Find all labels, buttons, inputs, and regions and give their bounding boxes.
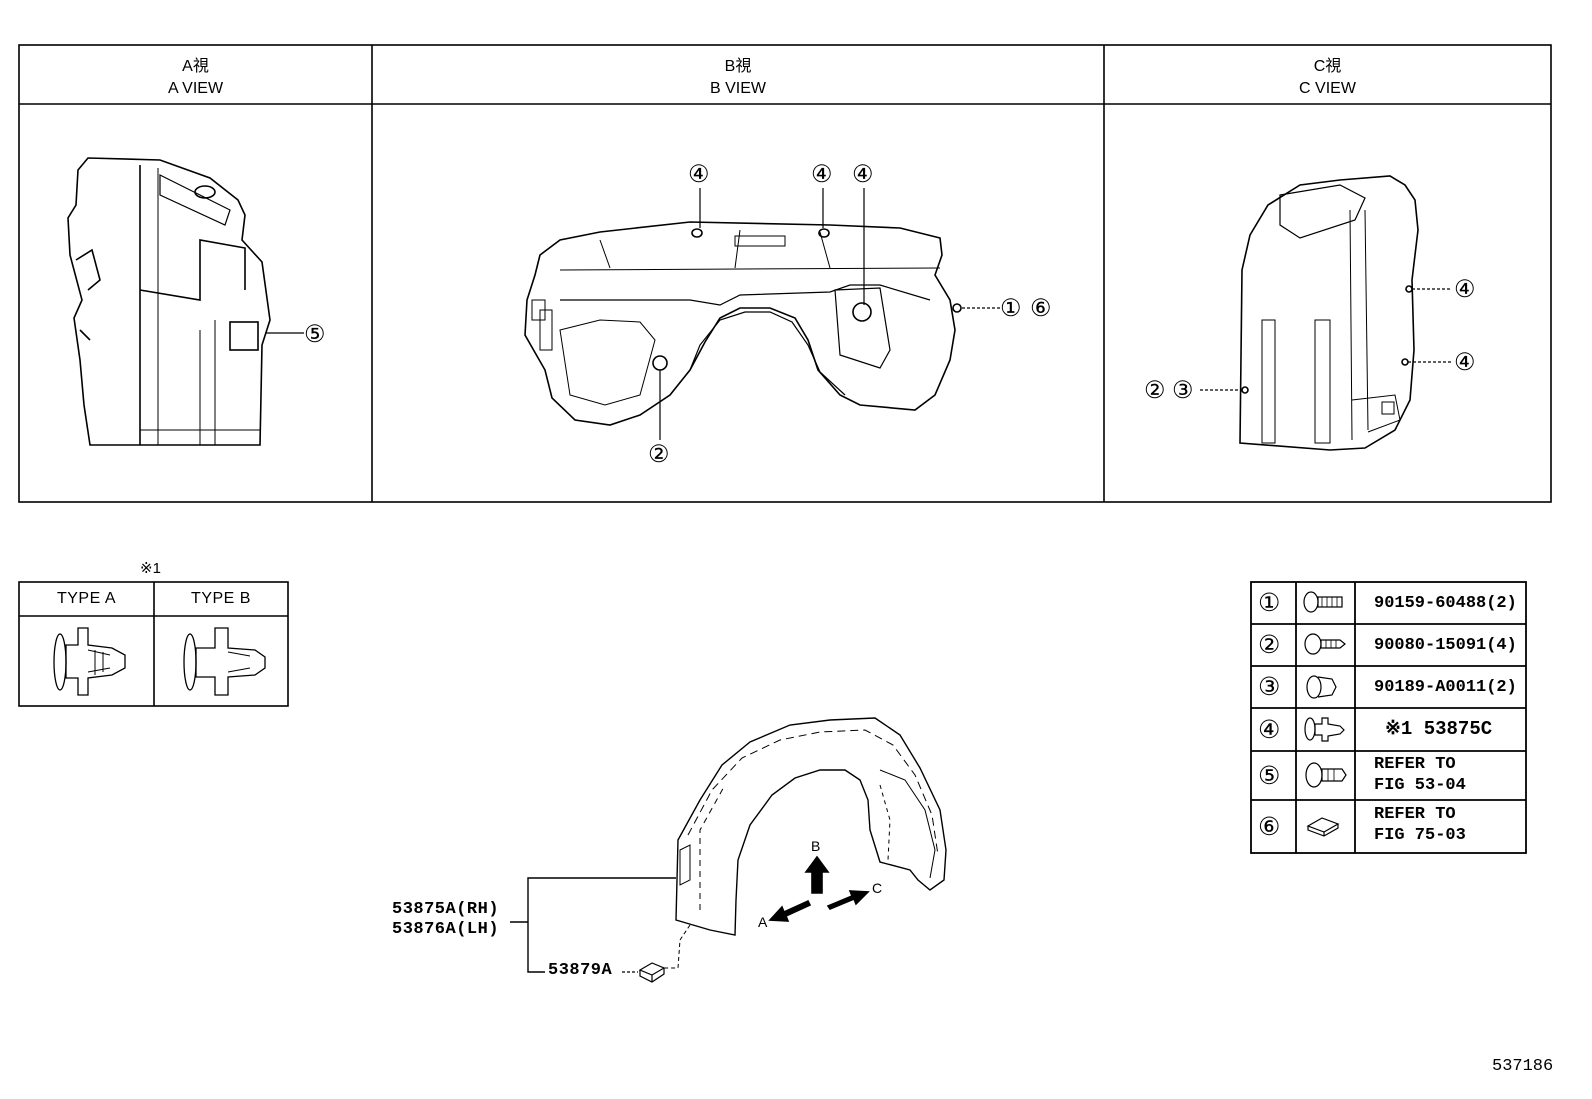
b-view-title-jp: B視 (724, 58, 752, 75)
parts-row-5-text-line2: FIG 53-04 (1374, 776, 1466, 795)
callout-5-a-view: ⑤ (304, 321, 326, 348)
parts-row-1-text: 90159-60488(2) (1374, 594, 1517, 613)
parts-row-5-no: ⑤ (1258, 762, 1281, 790)
callout-4-b-view-left: ④ (688, 161, 710, 188)
parts-row-3-no: ③ (1258, 673, 1281, 701)
bolt-icon (1303, 591, 1343, 613)
screw-grommet-icon (1305, 762, 1347, 788)
callout-6-b-view: ⑥ (1030, 295, 1052, 322)
arrow-b-label: B (811, 838, 821, 854)
clip-type-note-mark: ※1 (140, 560, 161, 577)
a-view-header: A視 A VIEW (19, 56, 372, 100)
parts-row-5-text-line1: REFER TO (1374, 755, 1456, 774)
parts-row-2-text: 90080-15091(4) (1374, 636, 1517, 655)
clip-type-b-drawing (183, 627, 266, 696)
screw-icon (1304, 633, 1346, 655)
parts-row-6-text-line1: REFER TO (1374, 805, 1456, 824)
callout-1-b-view: ① (1000, 295, 1022, 322)
part-number-rh: 53875A(RH) (392, 900, 500, 919)
a-view-liner-drawing (67, 157, 304, 446)
a-view-title-en: A VIEW (167, 80, 224, 97)
c-view-header: C視 C VIEW (1104, 56, 1551, 100)
callout-4-b-view-right: ④ (852, 161, 874, 188)
direction-arrows (768, 855, 870, 922)
parts-row-4-text: ※1 53875C (1385, 718, 1493, 740)
clip-icon (1304, 717, 1345, 742)
parts-table-grid (1250, 581, 1527, 854)
callout-2-b-view: ② (648, 441, 670, 468)
clip-type-a-drawing (53, 627, 126, 696)
parts-row-1-no: ① (1258, 589, 1281, 617)
parts-row-4-no: ④ (1258, 716, 1281, 744)
parts-row-3-text: 90189-A0011(2) (1374, 678, 1517, 697)
parts-row-6-no: ⑥ (1258, 813, 1281, 841)
b-view-title-en: B VIEW (709, 80, 766, 97)
parts-row-2-no: ② (1258, 631, 1281, 659)
callout-4-c-view-lower: ④ (1454, 349, 1476, 376)
nut-icon (1306, 675, 1337, 699)
b-view-liner-drawing (524, 188, 1000, 440)
views-frame (18, 44, 1552, 503)
clip-nut-icon (1306, 817, 1340, 837)
clip-53879a-drawing (638, 962, 666, 983)
callout-3-c-view: ③ (1172, 377, 1194, 404)
arrow-a-label: A (758, 914, 768, 930)
callout-4-b-view-mid: ④ (811, 161, 833, 188)
callout-2-c-view: ② (1144, 377, 1166, 404)
part-leader-bracket (527, 877, 676, 973)
a-view-title-jp: A視 (182, 58, 209, 75)
parts-row-6-text-line2: FIG 75-03 (1374, 826, 1466, 845)
type-b-label: TYPE B (191, 590, 251, 607)
arrow-c-label: C (872, 880, 883, 896)
c-view-liner-drawing (1200, 175, 1452, 451)
type-a-label: TYPE A (56, 590, 117, 607)
c-view-title-en: C VIEW (1299, 80, 1356, 97)
fender-liner-drawing (662, 717, 947, 969)
c-view-title-jp: C視 (1313, 58, 1342, 75)
diagram-number: 537186 (1492, 1057, 1554, 1076)
part-number-clip: 53879A (548, 961, 613, 980)
b-view-header: B視 B VIEW (372, 56, 1104, 100)
callout-4-c-view-upper: ④ (1454, 276, 1476, 303)
part-number-lh: 53876A(LH) (392, 920, 500, 939)
